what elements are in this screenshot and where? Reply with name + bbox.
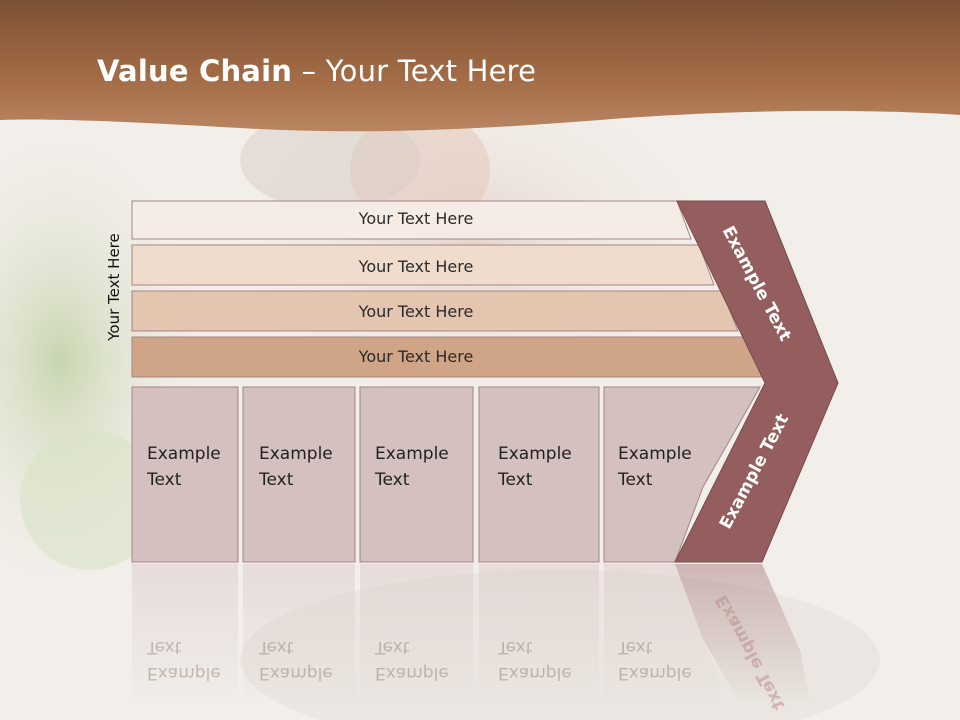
- reflection-column-5: [604, 564, 720, 704]
- band-2: [131, 244, 715, 286]
- column-1-line2: Text: [146, 470, 182, 490]
- reflection-column-4-line2: Text: [497, 637, 533, 657]
- column-2-line2: Text: [258, 470, 294, 490]
- primary-columns: Example Text Example Text Example Text E…: [131, 386, 761, 563]
- column-1: [131, 386, 239, 563]
- column-3-line1: Example: [375, 444, 449, 464]
- reflection-column-3-line2: Text: [374, 637, 410, 657]
- band-3-label: Your Text Here: [358, 302, 474, 321]
- reflection-column-3-line1: Example: [375, 663, 449, 683]
- slide-title-bold: Value Chain: [97, 54, 293, 88]
- slide-title: Value Chain – Your Text Here: [97, 54, 536, 88]
- reflection-column-1-line1: Example: [147, 663, 221, 683]
- column-2-line1: Example: [259, 444, 333, 464]
- column-3: [359, 386, 474, 563]
- band-3: [131, 290, 739, 332]
- column-4: [478, 386, 600, 563]
- reflection-column-2-line2: Text: [258, 637, 294, 657]
- reflection-column-5-line1: Example: [618, 663, 692, 683]
- slide-title-rest: – Your Text Here: [292, 54, 537, 88]
- reflection-column-3: [360, 564, 473, 704]
- band-2-label: Your Text Here: [358, 257, 474, 276]
- reflection-column-4: [479, 564, 599, 704]
- reflection-chevron: [675, 564, 810, 704]
- column-5-line2: Text: [617, 470, 653, 490]
- reflection-column-2: [243, 564, 355, 704]
- band-1: [131, 200, 692, 240]
- column-4-line1: Example: [498, 444, 572, 464]
- column-5: [603, 386, 761, 563]
- column-3-line2: Text: [374, 470, 410, 490]
- support-bands: Your Text Here Your Text Here Your Text …: [131, 200, 763, 378]
- reflection-column-5-line2: Text: [617, 637, 653, 657]
- band-1-label: Your Text Here: [358, 209, 474, 228]
- reflection-column-4-line1: Example: [498, 663, 572, 683]
- band-4-label: Your Text Here: [358, 347, 474, 366]
- reflection-column-2-line1: Example: [259, 663, 333, 683]
- reflection-column-1: [132, 564, 238, 704]
- column-2: [242, 386, 356, 563]
- column-1-line1: Example: [147, 444, 221, 464]
- reflection: Text Example Text Example Text Example T…: [132, 564, 810, 713]
- column-4-line2: Text: [497, 470, 533, 490]
- reflection-column-1-line2: Text: [146, 637, 182, 657]
- chevron-shape: [674, 200, 839, 563]
- column-5-line1: Example: [618, 444, 692, 464]
